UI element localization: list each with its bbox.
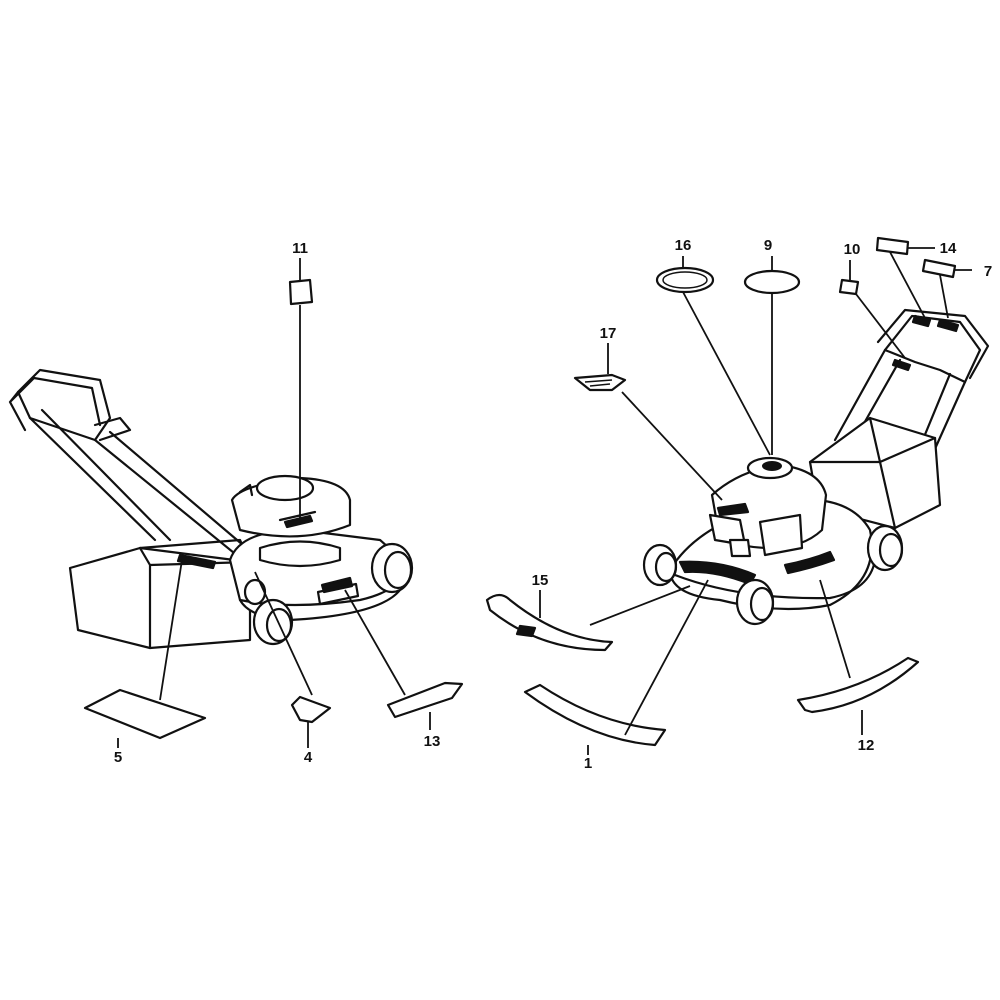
part-7-decal [921,258,957,279]
callout-11: 11 [292,240,308,257]
part-16-emblem [655,266,715,294]
callout-15: 15 [532,572,549,589]
part-14-decal [875,236,910,256]
right-mower [642,308,990,626]
left-mower [8,368,414,650]
callout-7: 7 [984,263,992,280]
callout-1: 1 [584,755,592,772]
callout-12: 12 [858,737,875,754]
callout-17: 17 [600,325,617,342]
right-leader-lines [539,247,972,755]
callout-10: 10 [844,241,861,258]
part-15-decal [485,593,614,652]
part-12-decal [796,656,920,714]
callout-4: 4 [304,749,313,766]
part-10-decal [838,278,860,296]
callout-9: 9 [764,237,772,254]
part-9-emblem [743,269,801,295]
part-5-decal [83,688,207,740]
callout-16: 16 [675,237,692,254]
callout-13: 13 [424,733,441,750]
part-4-decal [290,695,332,724]
callout-14: 14 [940,240,957,257]
part-17-decal [573,373,627,392]
part-1-decal [523,683,667,747]
left-leader-lines [117,258,431,748]
part-13-decal [386,681,464,719]
callout-labels: 11 5 4 13 16 9 10 14 7 17 15 1 12 [114,237,992,772]
callout-5: 5 [114,749,122,766]
part-11-decal [288,278,314,306]
